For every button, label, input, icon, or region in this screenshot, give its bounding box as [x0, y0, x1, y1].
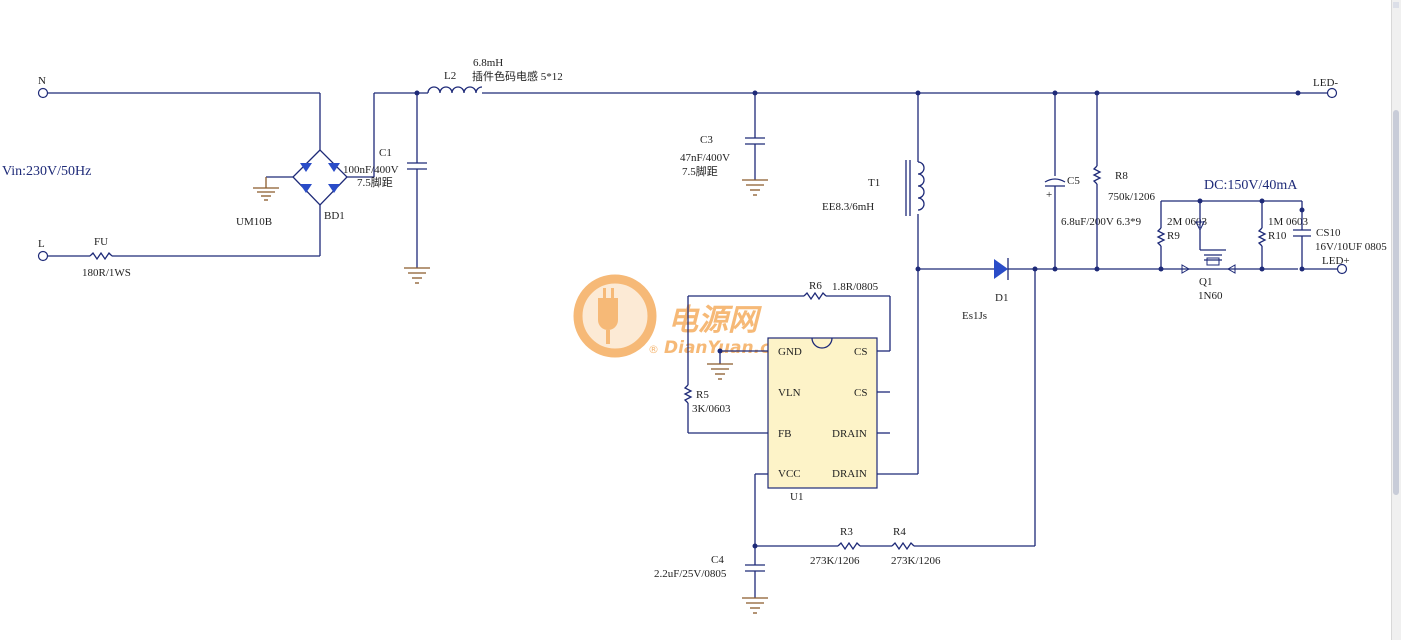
cs10-ref: CS10 — [1316, 227, 1341, 239]
bridge-part: UM10B — [236, 216, 272, 228]
bridge-rectifier[interactable] — [266, 93, 374, 256]
terminal-led-plus[interactable] — [1336, 263, 1348, 275]
u1-ref: U1 — [790, 491, 803, 503]
u1-pin-cs-1: CS — [854, 346, 867, 358]
watermark-brand-cn: 电源网 — [668, 303, 762, 338]
d1-part: Es1Js — [962, 310, 987, 322]
ground-symbol-icon — [253, 177, 279, 201]
t1-value: EE8.3/6mH — [822, 201, 874, 213]
resistor-icon-r9[interactable] — [1156, 201, 1166, 269]
d1-ref: D1 — [995, 292, 1008, 304]
diode-icon — [300, 184, 312, 193]
u1-pin-vln: VLN — [778, 387, 801, 399]
r10-ref: R10 — [1268, 230, 1287, 242]
resistor-icon-r3[interactable] — [837, 541, 861, 551]
ic-notch — [811, 337, 833, 349]
terminal-l[interactable] — [37, 250, 49, 262]
q1-part: 1N60 — [1198, 290, 1223, 302]
terminal-n-label: N — [38, 75, 46, 87]
resistor-icon-fu[interactable] — [89, 251, 113, 261]
junction — [717, 348, 723, 354]
l2-ref: L2 — [444, 70, 456, 82]
diode-icon — [328, 163, 340, 172]
junction — [1032, 266, 1038, 272]
fu-value: 180R/1WS — [82, 267, 131, 279]
c5-value: 6.8uF/200V 6.3*9 — [1061, 216, 1142, 228]
c5-ref: C5 — [1067, 175, 1080, 187]
diode-icon — [328, 184, 340, 193]
output-label: DC:150V/40mA — [1204, 178, 1298, 193]
capacitor-icon-c5[interactable]: + — [1044, 93, 1066, 269]
terminal-l-label: L — [38, 238, 45, 250]
r5-value: 3K/0603 — [692, 403, 731, 415]
ground-symbol-icon — [404, 267, 430, 284]
ground-symbol-icon — [742, 179, 768, 196]
ic-u1[interactable] — [767, 337, 878, 489]
r3-ref: R3 — [840, 526, 853, 538]
ground-symbol-icon — [742, 597, 768, 614]
resistor-icon-r10[interactable] — [1257, 201, 1267, 269]
capacitor-icon-c4[interactable] — [745, 546, 765, 598]
bridge-ref: BD1 — [324, 210, 345, 222]
r5-ref: R5 — [696, 389, 709, 401]
scroll-thumb[interactable] — [1393, 110, 1399, 495]
diode-icon-d1[interactable] — [994, 258, 1009, 280]
u1-pin-vcc: VCC — [778, 468, 801, 480]
q1-ref: Q1 — [1199, 276, 1212, 288]
plug-logo-icon — [573, 274, 657, 358]
c4-ref: C4 — [711, 554, 724, 566]
resistor-icon-r5[interactable] — [683, 296, 693, 433]
mosfet-icon-q1[interactable] — [1181, 201, 1236, 274]
r6-value: 1.8R/0805 — [832, 281, 879, 293]
c1-pitch: 7.5脚距 — [357, 175, 393, 189]
u1-pin-drain-2: DRAIN — [832, 468, 867, 480]
vin-label: Vin:230V/50Hz — [2, 164, 91, 179]
r6-ref: R6 — [809, 280, 822, 292]
c1-value: 100nF/400V — [343, 164, 399, 176]
r10-value: 1M 0603 — [1268, 216, 1309, 228]
cs10-value: 16V/10UF 0805 — [1315, 241, 1387, 253]
scroll-up-arrow-icon[interactable] — [1393, 2, 1399, 8]
resistor-icon-r6[interactable] — [803, 291, 827, 301]
c3-value: 47nF/400V — [680, 152, 730, 164]
c3-ref: C3 — [700, 134, 713, 146]
terminal-led-minus[interactable] — [1326, 87, 1338, 99]
vertical-scrollbar[interactable] — [1391, 0, 1401, 640]
r4-value: 273K/1206 — [891, 555, 941, 567]
capacitor-icon-c3[interactable] — [745, 93, 765, 180]
u1-pin-cs-2: CS — [854, 387, 867, 399]
inductor-icon-l2[interactable] — [427, 86, 483, 94]
u1-pin-drain-1: DRAIN — [832, 428, 867, 440]
t1-ref: T1 — [868, 177, 880, 189]
u1-pin-gnd: GND — [778, 346, 802, 358]
c3-pitch: 7.5脚距 — [682, 164, 718, 178]
ground-symbol-icon — [707, 363, 733, 380]
capacitor-icon-c1[interactable] — [407, 93, 427, 268]
r3-value: 273K/1206 — [810, 555, 860, 567]
diode-icon — [300, 163, 312, 172]
terminal-n[interactable] — [37, 87, 49, 99]
watermark-brand-en: DianYuan.com — [664, 338, 800, 358]
u1-pin-fb: FB — [778, 428, 791, 440]
watermark-mark: ® — [648, 343, 659, 356]
terminal-led-minus-label: LED- — [1313, 77, 1338, 89]
capacitor-icon-cs10[interactable] — [1293, 201, 1311, 269]
c4-value: 2.2uF/25V/0805 — [654, 568, 727, 580]
l2-value: 6.8mH — [473, 57, 503, 69]
resistor-icon-r8[interactable] — [1092, 93, 1102, 269]
r8-ref: R8 — [1115, 170, 1128, 182]
terminal-led-plus-label: LED+ — [1322, 255, 1350, 267]
transformer-icon-t1[interactable] — [905, 93, 925, 474]
r9-ref: R9 — [1167, 230, 1180, 242]
fu-ref: FU — [94, 236, 108, 248]
svg-text:+: + — [1046, 189, 1052, 201]
r8-value: 750k/1206 — [1108, 191, 1156, 203]
watermark: 电源网 ® DianYuan.com — [573, 274, 800, 358]
r4-ref: R4 — [893, 526, 906, 538]
l2-desc: 插件色码电感 5*12 — [472, 69, 563, 83]
c1-ref: C1 — [379, 147, 392, 159]
resistor-icon-r4[interactable] — [891, 541, 915, 551]
